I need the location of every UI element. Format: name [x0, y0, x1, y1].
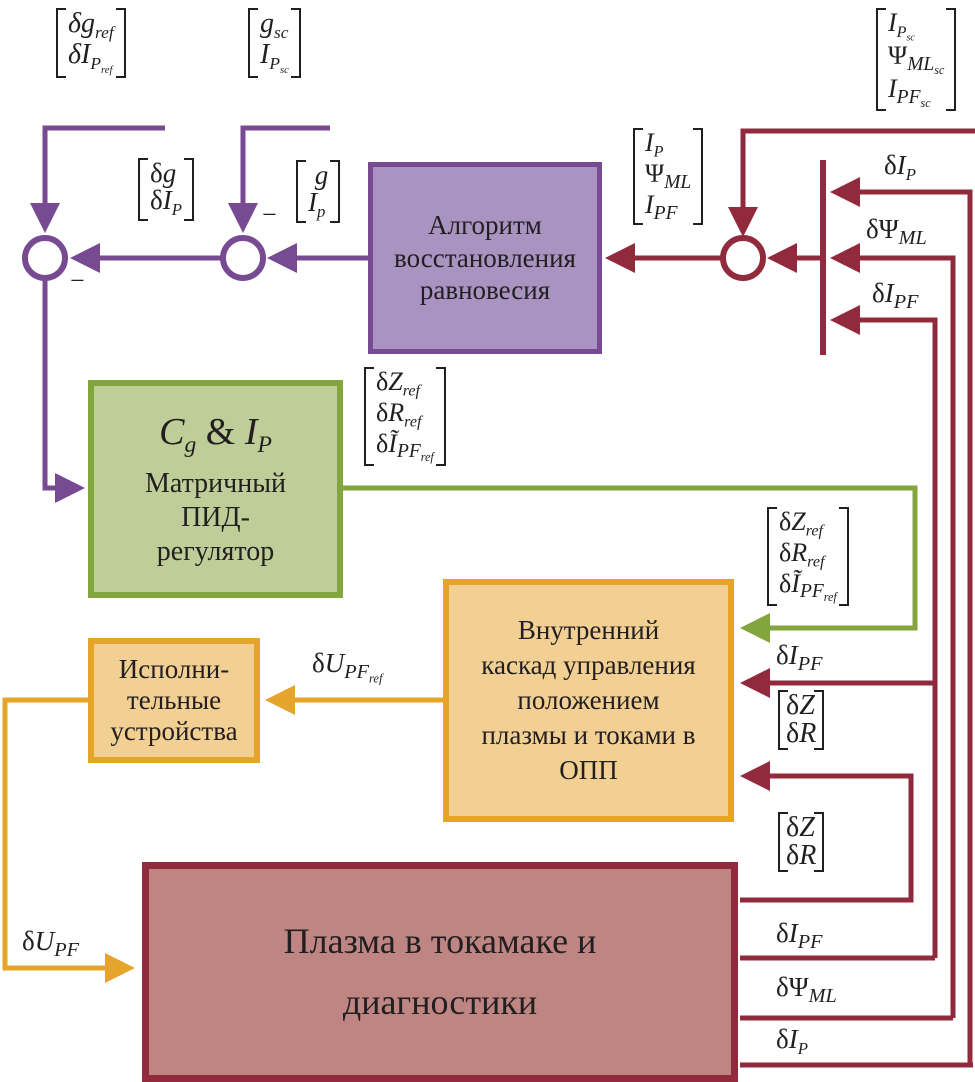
- wire-ref-to-sum1: [30, 125, 165, 233]
- wire-dPsi-to-bus: [830, 243, 956, 1018]
- equilibrium-line-2: восстановления: [394, 242, 576, 273]
- pid-title: Cg & IP: [159, 410, 272, 459]
- label-inner-dzdr-vector: δZ δR: [778, 690, 825, 750]
- label-u-ref: δUPFref: [312, 648, 383, 686]
- actuators-line-2: тельные: [126, 684, 222, 715]
- pid-line-2: ПИД-: [181, 501, 250, 533]
- label-plasma-dIP: δIP: [776, 1024, 808, 1058]
- label-plasma-dzdr-vector: δZ δR: [778, 812, 825, 872]
- minus-sign-sum1: −: [70, 266, 85, 295]
- wire-dZdR-to-inner: [740, 761, 914, 903]
- label-plasma-dPsi: δΨML: [776, 972, 837, 1008]
- wire-pid-to-inner: [342, 485, 918, 643]
- inner-line-4: плазмы и токами в: [481, 720, 696, 751]
- wire-dIPF-to-bus: [830, 305, 938, 958]
- label-recon-input-vector: IP ΨML IPF: [633, 128, 704, 226]
- wire-actuators-to-plasma: [2, 697, 135, 983]
- summing-junction-1: [22, 235, 68, 281]
- actuators-line-1: Исполни-: [118, 653, 230, 684]
- plasma-line-1: Плазма в токамаке и: [283, 920, 597, 961]
- wire-sc-right-to-sum3: [728, 128, 975, 237]
- plasma-line-2: диагностики: [342, 982, 538, 1022]
- label-inner-dIPF: δIPF: [776, 640, 823, 676]
- summing-junction-2: [220, 235, 266, 281]
- summing-junction-3: [720, 235, 766, 281]
- label-error-vector: δg δIP: [138, 158, 194, 221]
- inner-line-1: Внутренний: [517, 614, 660, 645]
- actuators-line-3: устройства: [110, 716, 238, 747]
- label-bus-dIP: δIP: [884, 150, 916, 184]
- pid-controller-block[interactable]: Cg & IP Матричный ПИД- регулятор: [88, 380, 343, 598]
- equilibrium-line-3: равновесия: [419, 275, 551, 306]
- wire-sc-to-sum2: [228, 125, 330, 233]
- equilibrium-line-1: Алгоритм: [428, 210, 542, 241]
- inner-line-2: каскад управления: [481, 649, 696, 680]
- label-sc-vector: gsc IPsc: [248, 8, 301, 79]
- label-bus-dIPF: δIPF: [872, 278, 919, 314]
- label-sc-right-vector: IPsc ΨMLsc IPFsc: [876, 8, 957, 112]
- pid-line-3: регулятор: [156, 535, 275, 567]
- plasma-block[interactable]: Плазма в токамаке и диагностики: [142, 862, 738, 1082]
- label-ref-vector: δgref δIPref: [56, 8, 126, 79]
- wire-sum1-to-pid: [42, 280, 85, 503]
- label-u: δUPF: [22, 926, 79, 962]
- label-plasma-dIPF: δIPF: [776, 918, 823, 954]
- wire-dIP-to-bus: [740, 192, 973, 1068]
- label-bus-dPsi: δΨML: [866, 214, 927, 250]
- equilibrium-reconstruction-block[interactable]: Алгоритм восстановления равновесия: [368, 162, 602, 354]
- pid-line-1: Матричный: [144, 468, 287, 500]
- actuators-block[interactable]: Исполни- тельные устройства: [88, 638, 260, 763]
- label-measured-vector: g Ip: [296, 160, 341, 223]
- minus-sign-sum2: −: [262, 200, 277, 229]
- inner-line-5: ОПП: [559, 755, 618, 786]
- label-pid-out-vector: δZref δRref δĨPFref: [364, 367, 446, 466]
- inner-line-3: положением: [517, 684, 660, 715]
- label-inner-in-vector: δZref δRref δĨPFref: [767, 507, 849, 606]
- inner-cascade-block[interactable]: Внутренний каскад управления положением …: [443, 579, 734, 822]
